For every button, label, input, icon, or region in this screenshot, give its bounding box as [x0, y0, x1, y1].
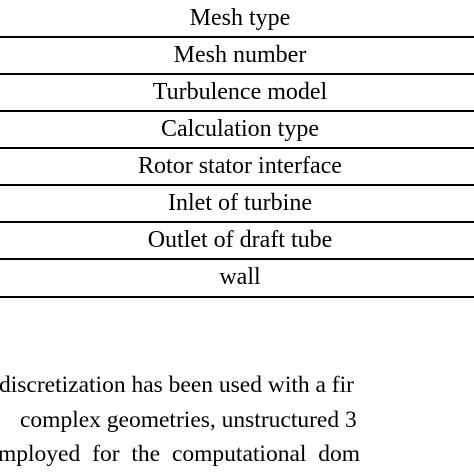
table-cell-turbulence-model: Turbulence model	[152, 79, 328, 105]
table-cell-mesh-number: Mesh number	[173, 42, 307, 68]
table-row-divider	[0, 36, 474, 38]
table-cell-calculation-type: Calculation type	[161, 116, 319, 142]
table-row-divider	[0, 73, 474, 75]
table-row-divider	[0, 110, 474, 112]
table-row: Outlet of draft tube	[0, 222, 474, 259]
table-row-divider	[0, 258, 474, 260]
table-row: Turbulence model	[0, 74, 474, 111]
table-row: Mesh type	[0, 0, 474, 37]
body-text-line: discretization has been used with a fir	[0, 372, 354, 398]
table-row: wall	[0, 259, 474, 296]
table-row-divider	[0, 184, 474, 186]
table-cell-inlet-of-turbine: Inlet of turbine	[168, 190, 312, 216]
table-cell-outlet-of-draft-tube: Outlet of draft tube	[147, 227, 333, 253]
body-text-line: complex geometries, unstructured 3	[20, 407, 357, 433]
body-text-line: mployed for the computational dom	[0, 441, 361, 467]
table-row-divider	[0, 147, 474, 149]
table-cell-wall: wall	[219, 264, 261, 290]
table-cell-rotor-stator-interface: Rotor stator interface	[138, 153, 342, 179]
table-bottom-rule	[0, 296, 474, 298]
table-row: Inlet of turbine	[0, 185, 474, 222]
table-row: Calculation type	[0, 111, 474, 148]
table-row-divider	[0, 221, 474, 223]
table-row: Rotor stator interface	[0, 148, 474, 185]
table-cell-mesh-type: Mesh type	[189, 5, 291, 31]
table-row: Mesh number	[0, 37, 474, 74]
